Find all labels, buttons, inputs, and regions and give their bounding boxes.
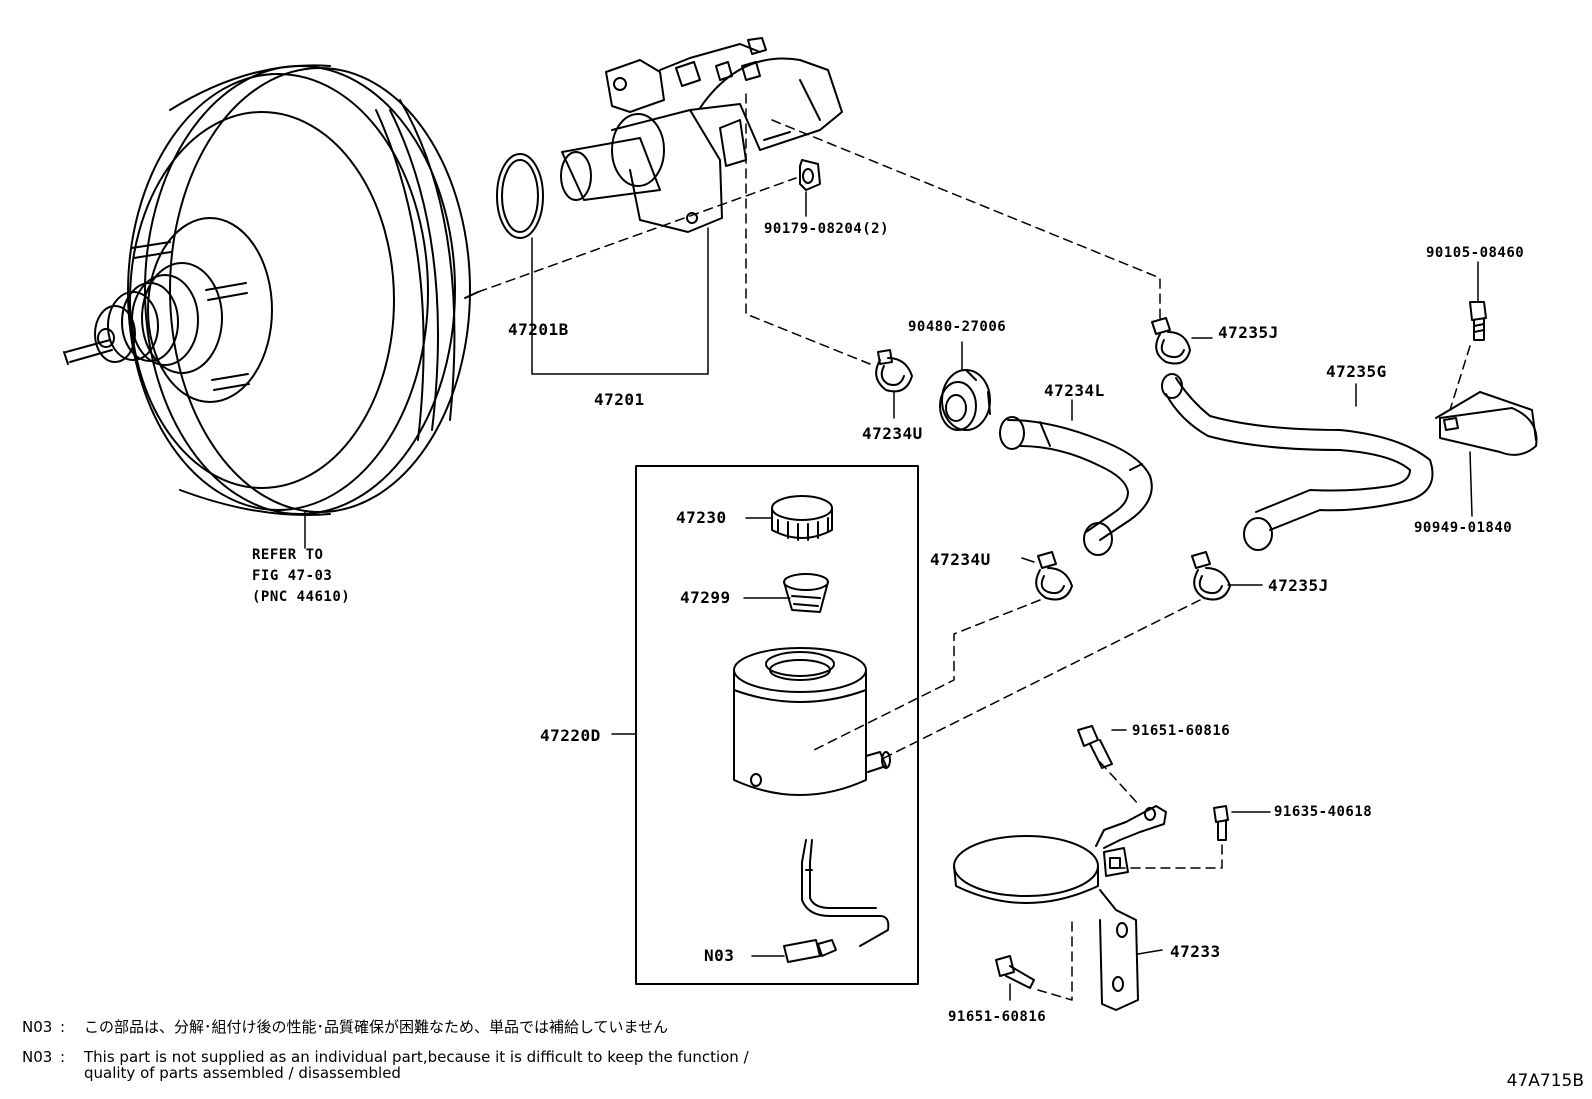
level-sensor-drawing (783, 839, 890, 963)
nut-drawing (799, 159, 821, 191)
part-label-47235J-bottom: 47235J (1268, 576, 1329, 595)
hose-47235G-drawing (1161, 373, 1434, 551)
footnote-text: This part is not supplied as an individu… (84, 1048, 749, 1082)
brake-booster-drawing (63, 64, 479, 516)
bolt-91635-drawing (1213, 805, 1229, 841)
part-label-47220D: 47220D (540, 726, 601, 745)
part-label-90480-27006: 90480-27006 (908, 319, 1007, 335)
footnote-english: N03 : This part is not supplied as an in… (22, 1048, 822, 1086)
figure-code: 47A715B (1506, 1071, 1584, 1091)
bolt-91651-bottom-drawing (995, 955, 1035, 989)
footnote-japanese: N03 : この部品は、分解･組付け後の性能･品質確保が困難なため、単品では補給… (22, 1018, 822, 1040)
reservoir-cap-drawing (771, 495, 833, 541)
part-label-90179-08204: 90179-08204(2) (764, 221, 890, 237)
footnote-colon: : (60, 1048, 66, 1066)
footnote-text: この部品は、分解･組付け後の性能･品質確保が困難なため、単品では補給していません (84, 1018, 669, 1036)
part-label-47235G: 47235G (1326, 362, 1387, 381)
part-label-47234U-bottom: 47234U (930, 550, 991, 569)
footnote-tag: N03 (22, 1018, 53, 1036)
bolt-91651-top-drawing (1077, 725, 1113, 769)
part-label-47234L: 47234L (1044, 381, 1105, 400)
refer-line-3: (PNC 44610) (252, 589, 351, 605)
part-label-47230: 47230 (676, 508, 727, 527)
part-label-47201B: 47201B (508, 320, 569, 339)
clamp-47234U-top-drawing (875, 349, 913, 393)
clamp-47235J-top-drawing (1151, 317, 1191, 365)
leader-lines (304, 191, 1479, 1001)
hose-47234L-drawing (999, 416, 1153, 556)
part-label-47235J-top: 47235J (1218, 323, 1279, 342)
refer-line-1: REFER TO (252, 547, 324, 563)
part-label-47299: 47299 (680, 588, 731, 607)
part-label-91635-40618: 91635-40618 (1274, 804, 1373, 820)
master-cylinder-drawing (496, 37, 843, 239)
clamp-47234U-bottom-drawing (1035, 551, 1073, 601)
footnote-colon: : (60, 1018, 66, 1036)
part-label-47233: 47233 (1170, 942, 1221, 961)
part-label-47201: 47201 (594, 390, 645, 409)
reservoir-tank-drawing (733, 647, 891, 796)
grommet-drawing (939, 369, 991, 431)
part-label-91651-60816-bottom: 91651-60816 (948, 1009, 1047, 1025)
bracket-90949-drawing (1435, 391, 1538, 456)
part-label-90105-08460: 90105-08460 (1426, 245, 1525, 261)
dashed-guide-lines (477, 93, 1471, 1001)
part-label-91651-60816-top: 91651-60816 (1132, 723, 1231, 739)
clamp-47235J-bottom-drawing (1191, 551, 1231, 601)
reservoir-assembly-box (635, 465, 919, 985)
part-label-90949-01840: 90949-01840 (1414, 520, 1513, 536)
refer-line-2: FIG 47-03 (252, 568, 333, 584)
part-label-47234U-top: 47234U (862, 424, 923, 443)
bolt-90105-drawing (1469, 301, 1487, 341)
footnote-tag: N03 (22, 1048, 53, 1066)
part-label-N03: N03 (704, 946, 735, 965)
mounting-band-drawing (953, 805, 1167, 1011)
strainer-drawing (783, 573, 829, 613)
